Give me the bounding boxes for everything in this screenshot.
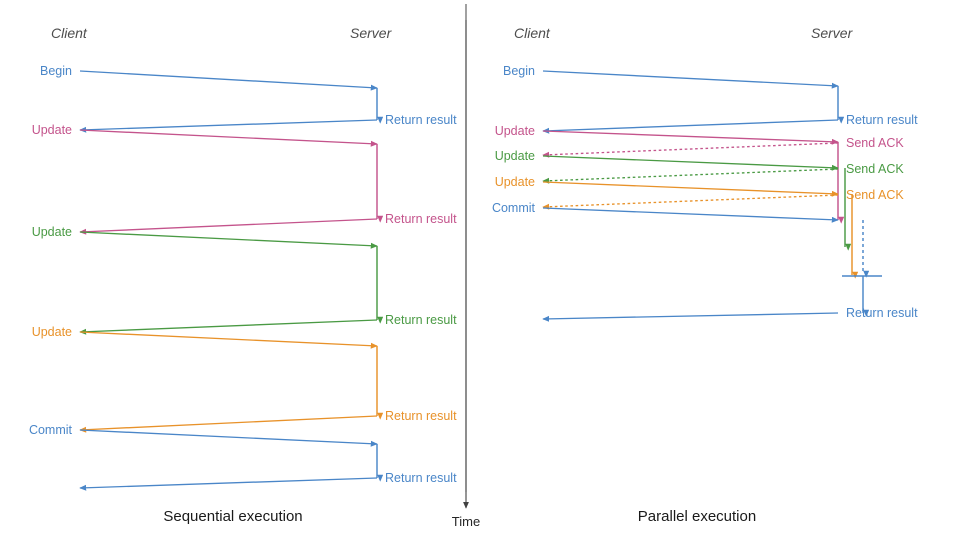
message-line-update3-return — [79, 415, 378, 433]
message-label-update1-ack: Send ACK — [846, 136, 904, 150]
message-line-update2-return — [79, 319, 378, 335]
message-line-update3-ack — [542, 194, 839, 210]
message-label-update2-request: Update — [32, 225, 72, 239]
lane-title-client: Client — [51, 25, 88, 41]
message-line-begin-return — [79, 119, 378, 133]
message-label-commit-return: Return result — [846, 306, 918, 320]
lane-title-server: Server — [811, 25, 854, 41]
message-label-commit-request: Commit — [492, 201, 536, 215]
message-line-begin-request — [542, 70, 839, 89]
message-line-begin-return — [542, 119, 839, 134]
message-label-update3-ack: Send ACK — [846, 188, 904, 202]
message-label-commit-return: Return result — [385, 471, 457, 485]
message-label-update1-return: Return result — [385, 212, 457, 226]
message-label-begin-request: Begin — [503, 64, 535, 78]
message-label-update1-request: Update — [495, 124, 535, 138]
message-label-update3-return: Return result — [385, 409, 457, 423]
message-label-update3-request: Update — [495, 175, 535, 189]
message-label-begin-return: Return result — [385, 113, 457, 127]
message-line-commit-return — [79, 477, 378, 491]
message-line-update1-request — [79, 129, 378, 147]
message-label-commit-request: Commit — [29, 423, 73, 437]
message-line-update1-ack — [542, 142, 839, 158]
message-line-commit-return — [542, 312, 839, 322]
message-label-update2-return: Return result — [385, 313, 457, 327]
message-label-begin-return: Return result — [846, 113, 918, 127]
message-label-update2-ack: Send ACK — [846, 162, 904, 176]
message-line-commit-request — [542, 207, 839, 223]
message-line-update2-request — [79, 231, 378, 249]
message-label-update1-request: Update — [32, 123, 72, 137]
panel-caption-sequential: Sequential execution — [163, 508, 302, 525]
lane-title-server: Server — [350, 25, 393, 41]
message-label-update2-request: Update — [495, 149, 535, 163]
message-line-update2-ack — [542, 168, 839, 184]
panel-caption-parallel: Parallel execution — [638, 508, 756, 525]
time-axis-label: Time — [452, 514, 480, 529]
message-line-commit-request — [79, 429, 378, 447]
message-label-update3-request: Update — [32, 325, 72, 339]
message-line-update1-request — [542, 130, 839, 145]
message-line-update1-return — [79, 218, 378, 235]
lane-title-client: Client — [514, 25, 551, 41]
message-label-begin-request: Begin — [40, 64, 72, 78]
message-line-update3-request — [79, 331, 378, 349]
message-line-begin-request — [79, 70, 378, 91]
message-line-update3-request — [542, 181, 839, 197]
message-line-update2-request — [542, 155, 839, 171]
